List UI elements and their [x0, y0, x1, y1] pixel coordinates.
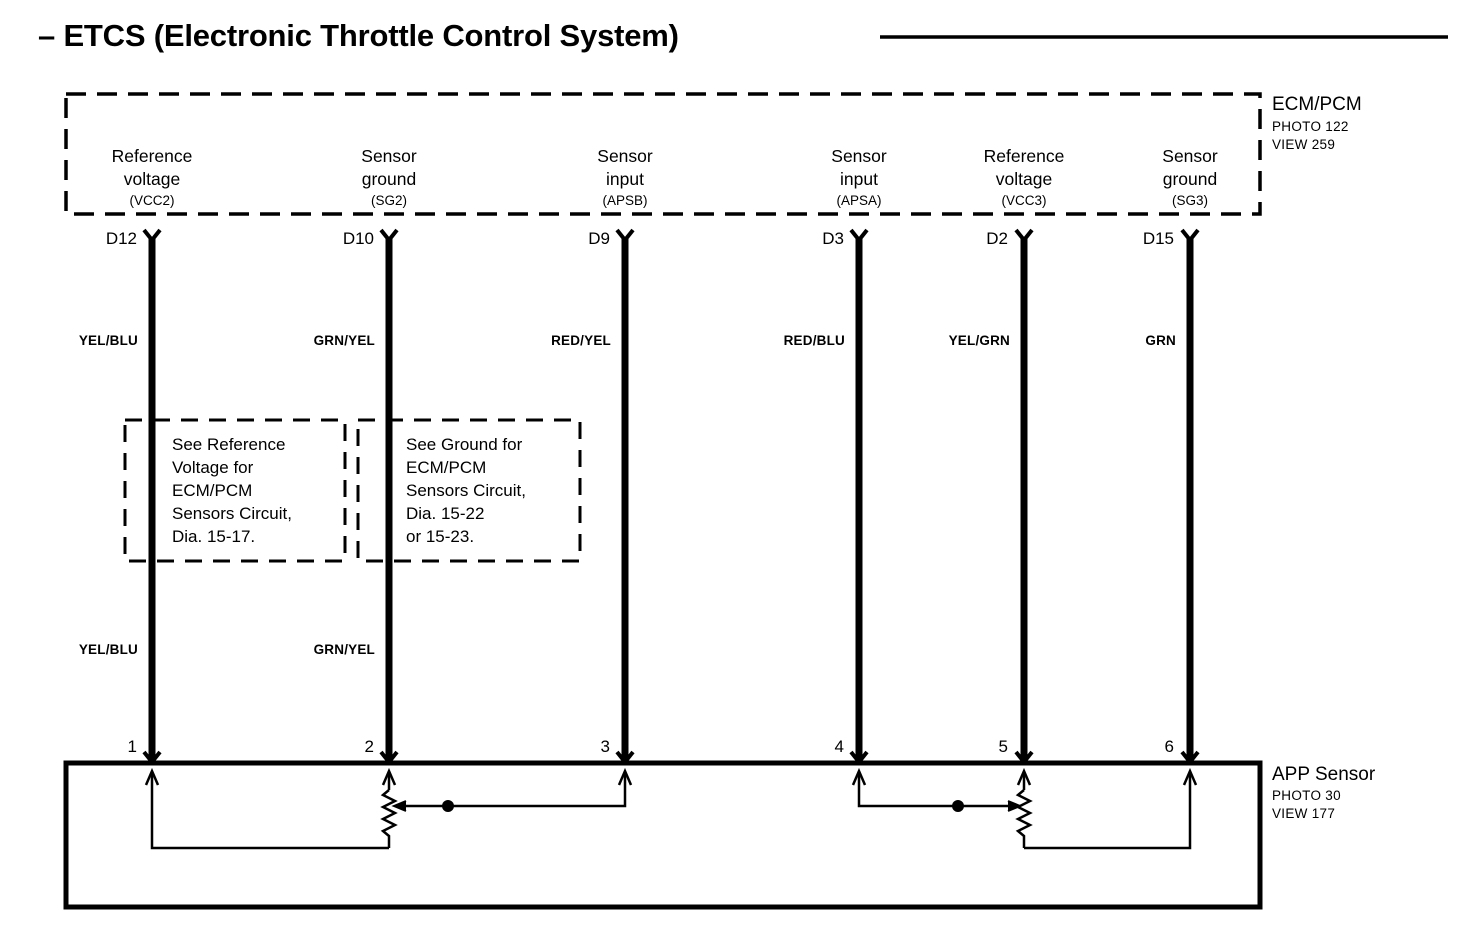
ecm-pcm-box — [64, 92, 1262, 216]
note-0-line-0: See Reference — [172, 435, 285, 454]
column-signal-5: (SG3) — [1172, 193, 1208, 208]
column-signal-2: (APSB) — [602, 193, 647, 208]
column-function-line2-1: ground — [362, 169, 417, 189]
column-function-line1-2: Sensor — [597, 146, 653, 166]
connector-pin-label-4: 5 — [999, 737, 1008, 756]
column-function-line1-4: Reference — [984, 146, 1065, 166]
app-sensor-box — [63, 760, 1263, 910]
wire-color-top-2: RED/YEL — [551, 333, 611, 348]
note-0-line-2: ECM/PCM — [172, 481, 252, 500]
wire-color-top-4: YEL/GRN — [949, 333, 1010, 348]
column-function-line2-4: voltage — [996, 169, 1052, 189]
ecm-pcm-view: VIEW 259 — [1272, 137, 1335, 152]
note-box-sensor-ground: See Ground for ECM/PCM Sensors Circuit, … — [356, 418, 582, 563]
note-1-line-2: Sensors Circuit, — [406, 481, 526, 500]
column-function-line2-5: ground — [1163, 169, 1218, 189]
note-1-line-3: Dia. 15-22 — [406, 504, 484, 523]
column-function-line2-0: voltage — [124, 169, 180, 189]
column-signal-0: (VCC2) — [129, 193, 174, 208]
column-function-line1-1: Sensor — [361, 146, 417, 166]
wire-color-top-3: RED/BLU — [784, 333, 845, 348]
app-sensor-view: VIEW 177 — [1272, 806, 1335, 821]
ecm-pin-label-0: D12 — [106, 229, 137, 248]
ecm-pcm-photo: PHOTO 122 — [1272, 119, 1349, 134]
wire-color-bottom-1: GRN/YEL — [314, 642, 375, 657]
apsa-potentiometer-circuit — [851, 767, 1198, 850]
wire-color-top-5: GRN — [1145, 333, 1176, 348]
column-signal-3: (APSA) — [836, 193, 881, 208]
connector-pin-label-5: 6 — [1165, 737, 1174, 756]
note-0-line-3: Sensors Circuit, — [172, 504, 292, 523]
ecm-pin-label-5: D15 — [1143, 229, 1174, 248]
wire-color-top-1: GRN/YEL — [314, 333, 375, 348]
column-function-line2-2: input — [606, 169, 644, 189]
column-signal-4: (VCC3) — [1001, 193, 1046, 208]
ecm-pin-label-2: D9 — [588, 229, 610, 248]
connector-pin-label-2: 3 — [601, 737, 610, 756]
ecm-pin-label-4: D2 — [986, 229, 1008, 248]
note-0-line-4: Dia. 15-17. — [172, 527, 255, 546]
column-signal-1: (SG2) — [371, 193, 407, 208]
note-1-line-0: See Ground for — [406, 435, 523, 454]
page-title: – ETCS (Electronic Throttle Control Syst… — [38, 18, 679, 53]
connector-pin-label-1: 2 — [365, 737, 374, 756]
ecm-pin-label-3: D3 — [822, 229, 844, 248]
wire-color-bottom-0: YEL/BLU — [79, 642, 138, 657]
wire-color-top-0: YEL/BLU — [79, 333, 138, 348]
note-box-reference-voltage: See Reference Voltage for ECM/PCM Sensor… — [123, 418, 347, 563]
column-function-line1-0: Reference — [112, 146, 193, 166]
app-sensor-label: APP Sensor — [1272, 764, 1376, 785]
column-function-line1-5: Sensor — [1162, 146, 1218, 166]
connector-pin-label-0: 1 — [128, 737, 137, 756]
app-sensor-photo: PHOTO 30 — [1272, 788, 1341, 803]
ecm-pin-label-1: D10 — [343, 229, 374, 248]
column-function-line2-3: input — [840, 169, 878, 189]
note-1-line-4: or 15-23. — [406, 527, 474, 546]
ecm-pcm-label: ECM/PCM — [1272, 94, 1362, 115]
note-0-line-1: Voltage for — [172, 458, 254, 477]
apsb-potentiometer-circuit — [144, 767, 633, 850]
column-function-line1-3: Sensor — [831, 146, 887, 166]
note-1-line-1: ECM/PCM — [406, 458, 486, 477]
connector-pin-label-3: 4 — [835, 737, 844, 756]
